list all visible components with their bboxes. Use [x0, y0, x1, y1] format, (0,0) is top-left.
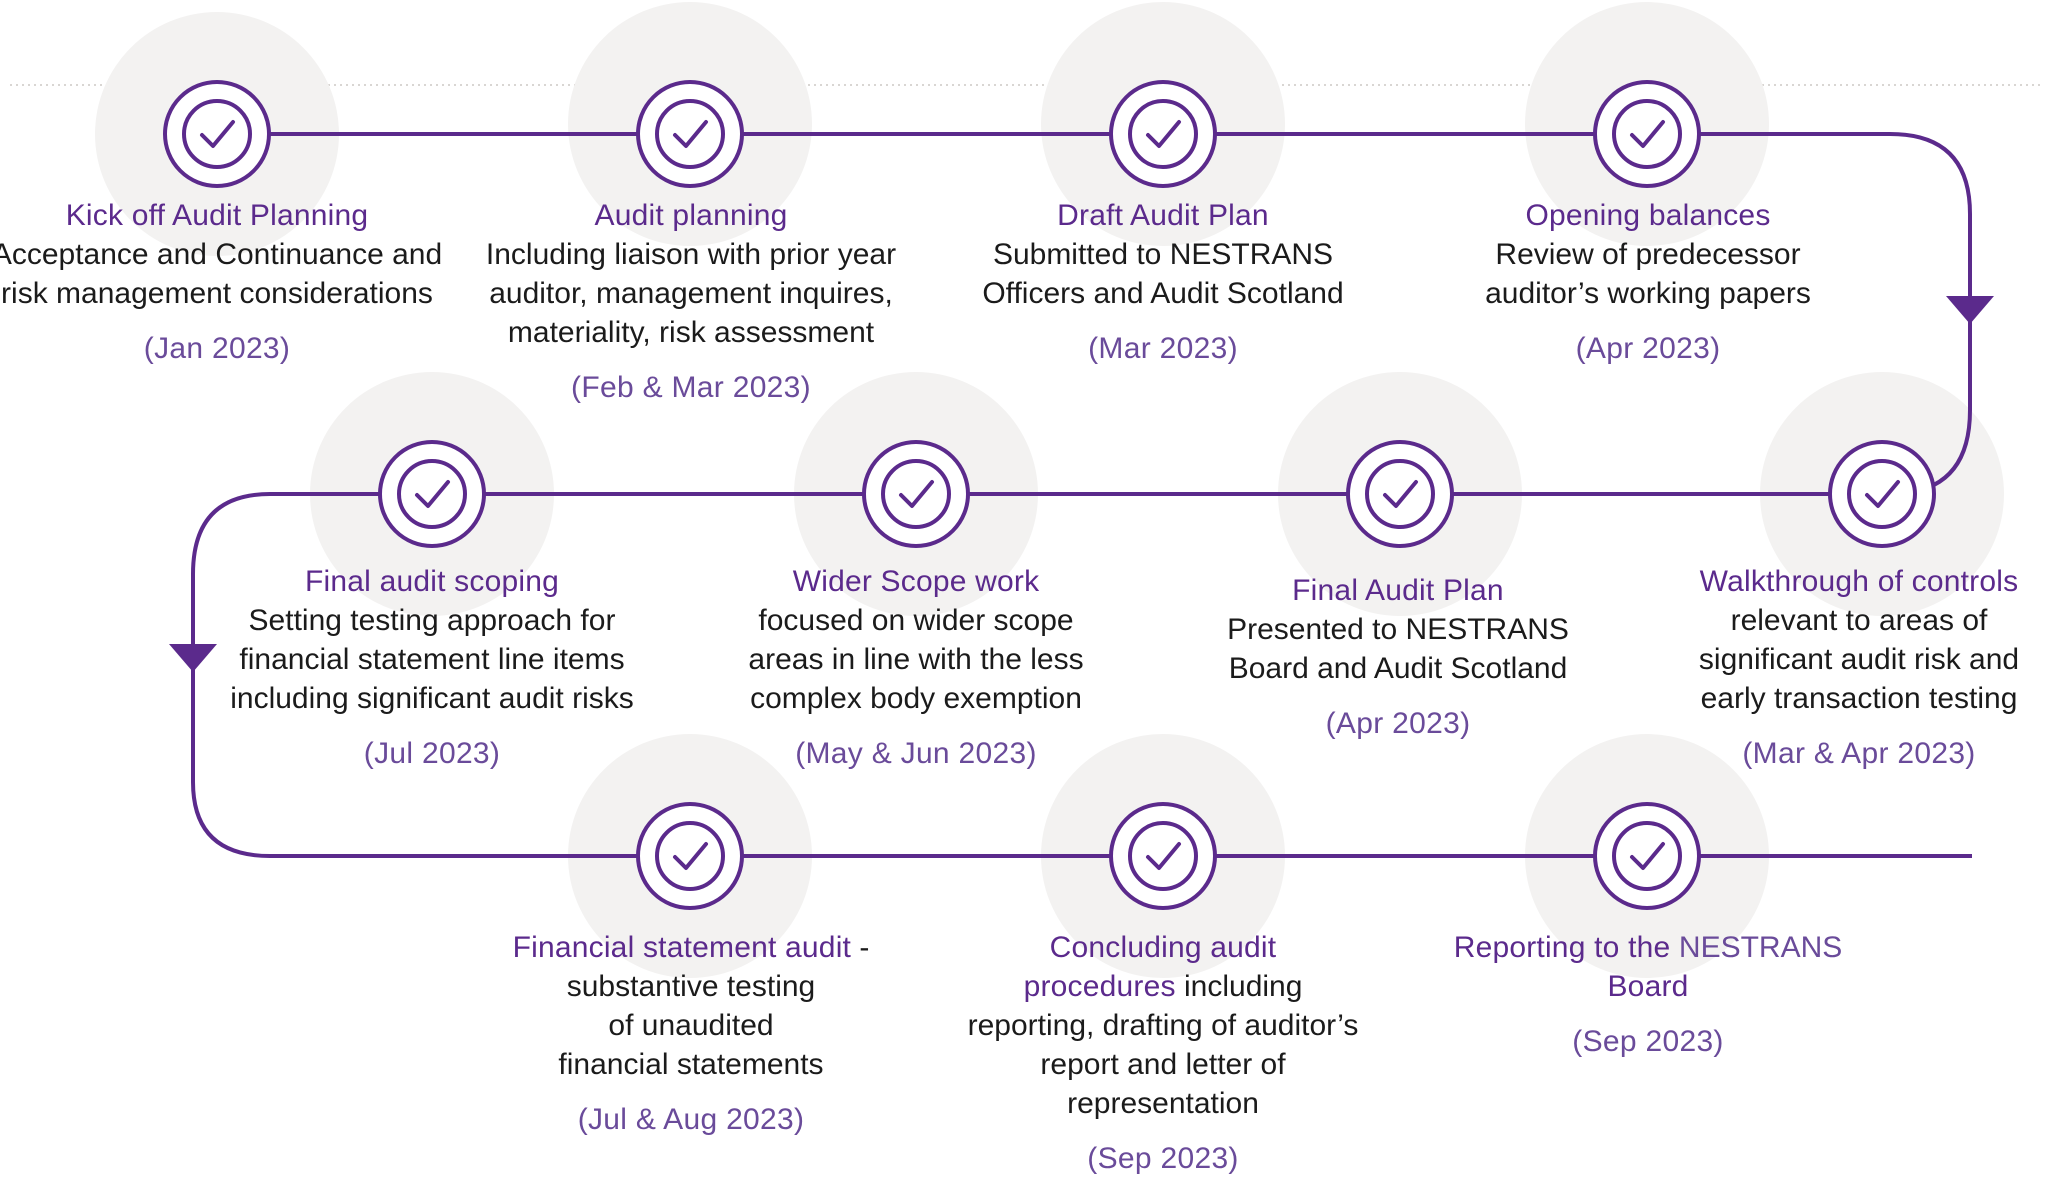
milestone-description: Presented to NESTRANS Board and Audit Sc… [1227, 613, 1569, 685]
milestone-description: Including liaison with prior year audito… [485, 238, 897, 349]
icon-group [163, 80, 1936, 910]
milestone-date: (Jul 2023) [363, 737, 501, 770]
arrow-down-icon-left [169, 644, 217, 672]
milestone-date: (Apr 2023) [1575, 332, 1721, 365]
milestone-title: Draft Audit Plan [1057, 199, 1269, 232]
milestone-title-suffix: - [851, 931, 870, 964]
milestone-description: Review of predecessor auditor’s working … [1485, 238, 1811, 310]
milestone-4: Opening balances Review of predecessor a… [1418, 196, 1878, 368]
milestone-title: Walkthrough of controls [1699, 565, 2019, 598]
check-circle-icon [862, 440, 970, 548]
milestone-date: (May & Jun 2023) [795, 737, 1037, 770]
milestone-date: (Mar 2023) [1088, 332, 1238, 365]
check-circle-icon [1346, 440, 1454, 548]
milestone-title: Financial statement audit [512, 931, 852, 964]
milestone-title-line2: procedures [1023, 970, 1176, 1003]
milestone-title: Concluding audit [1049, 931, 1277, 964]
milestone-title: Wider Scope work [792, 565, 1040, 598]
milestone-6: Final Audit Plan Presented to NESTRANS B… [1168, 571, 1628, 743]
milestone-title: Kick off Audit Planning [65, 199, 369, 232]
milestone-description: focused on wider scope areas in line wit… [748, 604, 1084, 715]
check-circle-icon [378, 440, 486, 548]
check-circle-icon [163, 80, 271, 188]
milestone-date: (Mar & Apr 2023) [1742, 737, 1976, 770]
milestone-7: Wider Scope work focused on wider scope … [686, 562, 1146, 773]
milestone-description: reporting, drafting of auditor’s report … [967, 1009, 1359, 1120]
arrow-down-icon-right [1946, 296, 1994, 324]
milestone-date: (Jan 2023) [143, 332, 291, 365]
check-circle-icon [1593, 80, 1701, 188]
milestone-10: Concluding audit procedures including re… [933, 928, 1393, 1178]
milestone-date: (Sep 2023) [1087, 1142, 1239, 1175]
check-circle-icon [636, 802, 744, 910]
milestone-title: Opening balances [1525, 199, 1771, 232]
milestone-date: (Jul & Aug 2023) [577, 1103, 805, 1136]
milestone-description: Setting testing approach for financial s… [230, 604, 634, 715]
check-circle-icon [1109, 80, 1217, 188]
check-circle-icon [1828, 440, 1936, 548]
milestone-description: Acceptance and Continuance and risk mana… [0, 238, 443, 310]
milestone-title: Final Audit Plan [1292, 574, 1504, 607]
milestone-title-line2: Board [1607, 970, 1689, 1003]
check-circle-icon [636, 80, 744, 188]
milestone-3: Draft Audit Plan Submitted to NESTRANS O… [933, 196, 1393, 368]
milestone-date: (Apr 2023) [1325, 707, 1471, 740]
milestone-title-organisation: NESTRANS [1678, 931, 1843, 964]
milestone-title: Reporting to the [1453, 931, 1679, 964]
milestone-description: substantive testing of unaudited financi… [558, 970, 824, 1081]
milestone-9: Financial statement audit - substantive … [461, 928, 921, 1139]
check-circle-icon [1593, 802, 1701, 910]
milestone-2: Audit planning Including liaison with pr… [461, 196, 921, 407]
milestone-description: relevant to areas of significant audit r… [1698, 604, 2020, 715]
milestone-title: Final audit scoping [305, 565, 559, 598]
milestone-title: Audit planning [594, 199, 788, 232]
milestone-11: Reporting to the NESTRANS Board (Sep 202… [1418, 928, 1878, 1061]
milestone-1: Kick off Audit Planning Acceptance and C… [0, 196, 447, 368]
milestone-date: (Feb & Mar 2023) [571, 371, 811, 404]
check-circle-icon [1109, 802, 1217, 910]
milestone-date: (Sep 2023) [1572, 1025, 1724, 1058]
milestone-description-inline: including [1175, 970, 1303, 1003]
milestone-5: Walkthrough of controls relevant to area… [1650, 562, 2068, 773]
milestone-description: Submitted to NESTRANS Officers and Audit… [982, 238, 1344, 310]
milestone-8: Final audit scoping Setting testing appr… [202, 562, 662, 773]
